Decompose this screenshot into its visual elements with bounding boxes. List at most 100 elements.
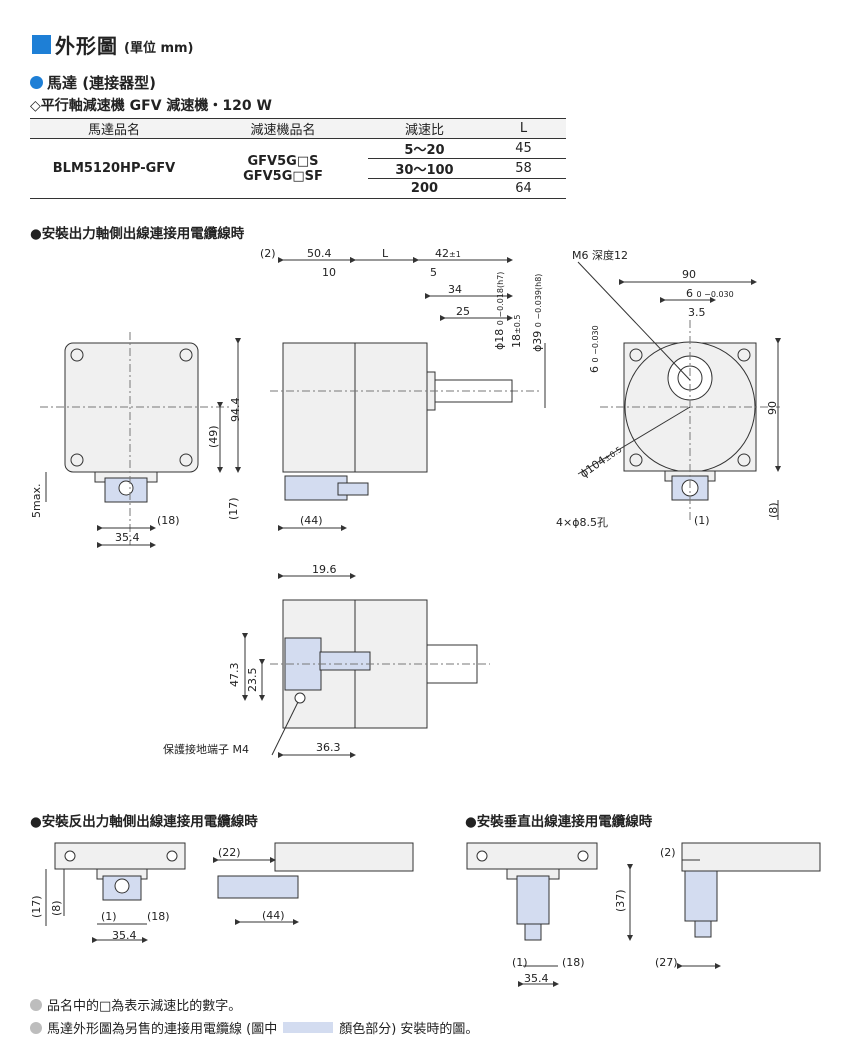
dim-6-top: 6 0 −0.030 [686, 287, 734, 300]
dim-42-value: 42 [435, 247, 449, 260]
title-unit: (單位 mm) [124, 41, 194, 56]
dim-2: (2) [260, 247, 276, 260]
gear-name-1: GFV5G□S [247, 153, 319, 169]
spec-table: 馬達品名 減速機品名 減速比 L BLM5120HP-GFV GFV5G□S G… [30, 118, 566, 199]
table-header-row: 馬達品名 減速機品名 減速比 L [30, 118, 566, 139]
front-view-motor [40, 332, 230, 545]
dim-18-shaft-tol: ±0.5 [513, 314, 522, 334]
dim-6-top-value: 6 [686, 287, 693, 300]
motor-heading: 馬達 (連接器型) [30, 72, 156, 93]
dim-c37: (37) [614, 889, 627, 912]
dim-6-side: 6 0 −0.030 [588, 325, 601, 373]
dim-18-shaft-value: 18 [510, 334, 523, 348]
dim-42-tol: ±1 [449, 250, 461, 259]
motor-title: 馬達 (連接器型) [47, 74, 156, 92]
dim-b18: (18) [147, 910, 170, 923]
dim-phi39-tol: 0 −0.039(h8) [534, 273, 543, 328]
vertical-side-view [681, 842, 821, 938]
dim-5: 5 [430, 266, 437, 279]
dim-phi18-value: ϕ18 [493, 328, 506, 350]
dim-19-6: 19.6 [312, 563, 337, 576]
dim-10: 10 [322, 266, 336, 279]
section-title-opposite-side: ●安裝反出力軸側出線連接用電纜線時 [30, 814, 258, 830]
col-header-ratio: 減速比 [368, 118, 481, 139]
dim-b1: (1) [101, 910, 117, 923]
note-2-text-b: 顏色部分) 安裝時的圖。 [339, 1022, 479, 1037]
dim-42: 42±1 [435, 247, 461, 260]
title-text: 外形圖 [55, 34, 118, 58]
dim-c18: (18) [562, 956, 585, 969]
dim-18-shaft: 18±0.5 [510, 315, 523, 348]
dim-94-4: 94.4 [229, 397, 242, 423]
side-view-motor [270, 342, 540, 501]
table-row: 200 64 [30, 178, 566, 199]
dim-44: (44) [300, 514, 323, 527]
ratio-cell: 5～20 [368, 138, 481, 159]
motor-name-cell: BLM5120HP-GFV [30, 138, 198, 199]
gear-name-2: GFV5G□SF [243, 168, 323, 184]
bullet-dot-icon [30, 76, 43, 89]
section-title-vertical: ●安裝垂直出線連接用電纜線時 [465, 814, 653, 830]
motor-subtitle: ◇平行軸減速機 GFV 減速機・120 W [30, 98, 272, 114]
note-2: 馬達外形圖為另售的連接用電纜線 (圖中 顏色部分) 安裝時的圖。 [30, 1018, 478, 1037]
dim-c1: (1) [512, 956, 528, 969]
gear-name-cell: GFV5G□S GFV5G□SF [198, 138, 368, 199]
dim-L: L [382, 247, 389, 260]
col-header-motor: 馬達品名 [30, 118, 198, 139]
shaft-end-view [577, 261, 780, 520]
section-title-output-side: ●安裝出力軸側出線連接用電纜線時 [30, 226, 245, 242]
col-header-L: L [481, 118, 566, 139]
dim-c35-4: 35.4 [524, 972, 549, 985]
top-view-motor [270, 599, 490, 729]
dim-phi39-value: ϕ39 [531, 330, 544, 352]
col-header-gear: 減速機品名 [198, 118, 368, 139]
dim-b8: (8) [50, 900, 63, 916]
opposite-side-side-view [217, 842, 414, 899]
note-1: 品名中的□為表示減速比的數字。 [30, 995, 241, 1014]
dim-phi39: ϕ39 0 −0.039(h8) [531, 274, 544, 352]
dim-36-3: 36.3 [316, 741, 341, 754]
note-2-text-a: 馬達外形圖為另售的連接用電纜線 (圖中 [47, 1022, 278, 1037]
dim-holes: 4×ϕ8.5孔 [556, 516, 608, 529]
L-cell: 64 [481, 178, 566, 199]
note-bullet-icon [30, 998, 42, 1011]
opposite-side-front-view [54, 842, 186, 901]
dim-b17: (17) [30, 895, 43, 918]
ratio-cell: 200 [368, 178, 481, 199]
dim-25: 25 [456, 305, 470, 318]
dim-90-top: 90 [682, 268, 696, 281]
dim-b35-4: 35.4 [112, 929, 137, 942]
ratio-cell: 30～100 [368, 158, 481, 179]
dim-6-top-tol: 0 −0.030 [696, 290, 734, 299]
dim-b44: (44) [262, 909, 285, 922]
dim-47-3: 47.3 [228, 662, 241, 688]
dim-b22: (22) [218, 846, 241, 859]
dim-8: (8) [767, 502, 780, 518]
dim-c27: (27) [655, 956, 678, 969]
dim-phi18-tol: 0 −0.018(h7) [496, 271, 505, 326]
L-cell: 58 [481, 158, 566, 179]
dim-90-side: 90 [766, 401, 779, 415]
dim-ground-terminal: 保護接地端子 M4 [163, 743, 249, 756]
dim-phi18: ϕ18 0 −0.018(h7) [493, 272, 506, 350]
note-1-text: 品名中的□為表示減速比的數字。 [47, 999, 242, 1014]
note-bullet-icon [30, 1021, 42, 1034]
vertical-front-view [466, 842, 598, 941]
dim-5max: 5max. [30, 483, 43, 518]
title-square-icon [32, 35, 51, 54]
dim-1: (1) [694, 514, 710, 527]
L-cell: 45 [481, 138, 566, 159]
dim-18: (18) [157, 514, 180, 527]
dim-m6: M6 深度12 [572, 249, 628, 262]
dim-23-5: 23.5 [246, 667, 259, 693]
cable-color-swatch [283, 1022, 334, 1033]
dim-3-5: 3.5 [688, 306, 706, 319]
table-row: BLM5120HP-GFV GFV5G□S GFV5G□SF 5～20 45 [30, 138, 566, 199]
table-row: 30～100 58 [30, 158, 566, 179]
page-title: 外形圖 (單位 mm) [32, 30, 194, 59]
dim-35-4: 35.4 [115, 531, 140, 544]
dim-49: (49) [207, 425, 220, 448]
dim-34: 34 [448, 283, 462, 296]
dim-17: (17) [227, 497, 240, 520]
